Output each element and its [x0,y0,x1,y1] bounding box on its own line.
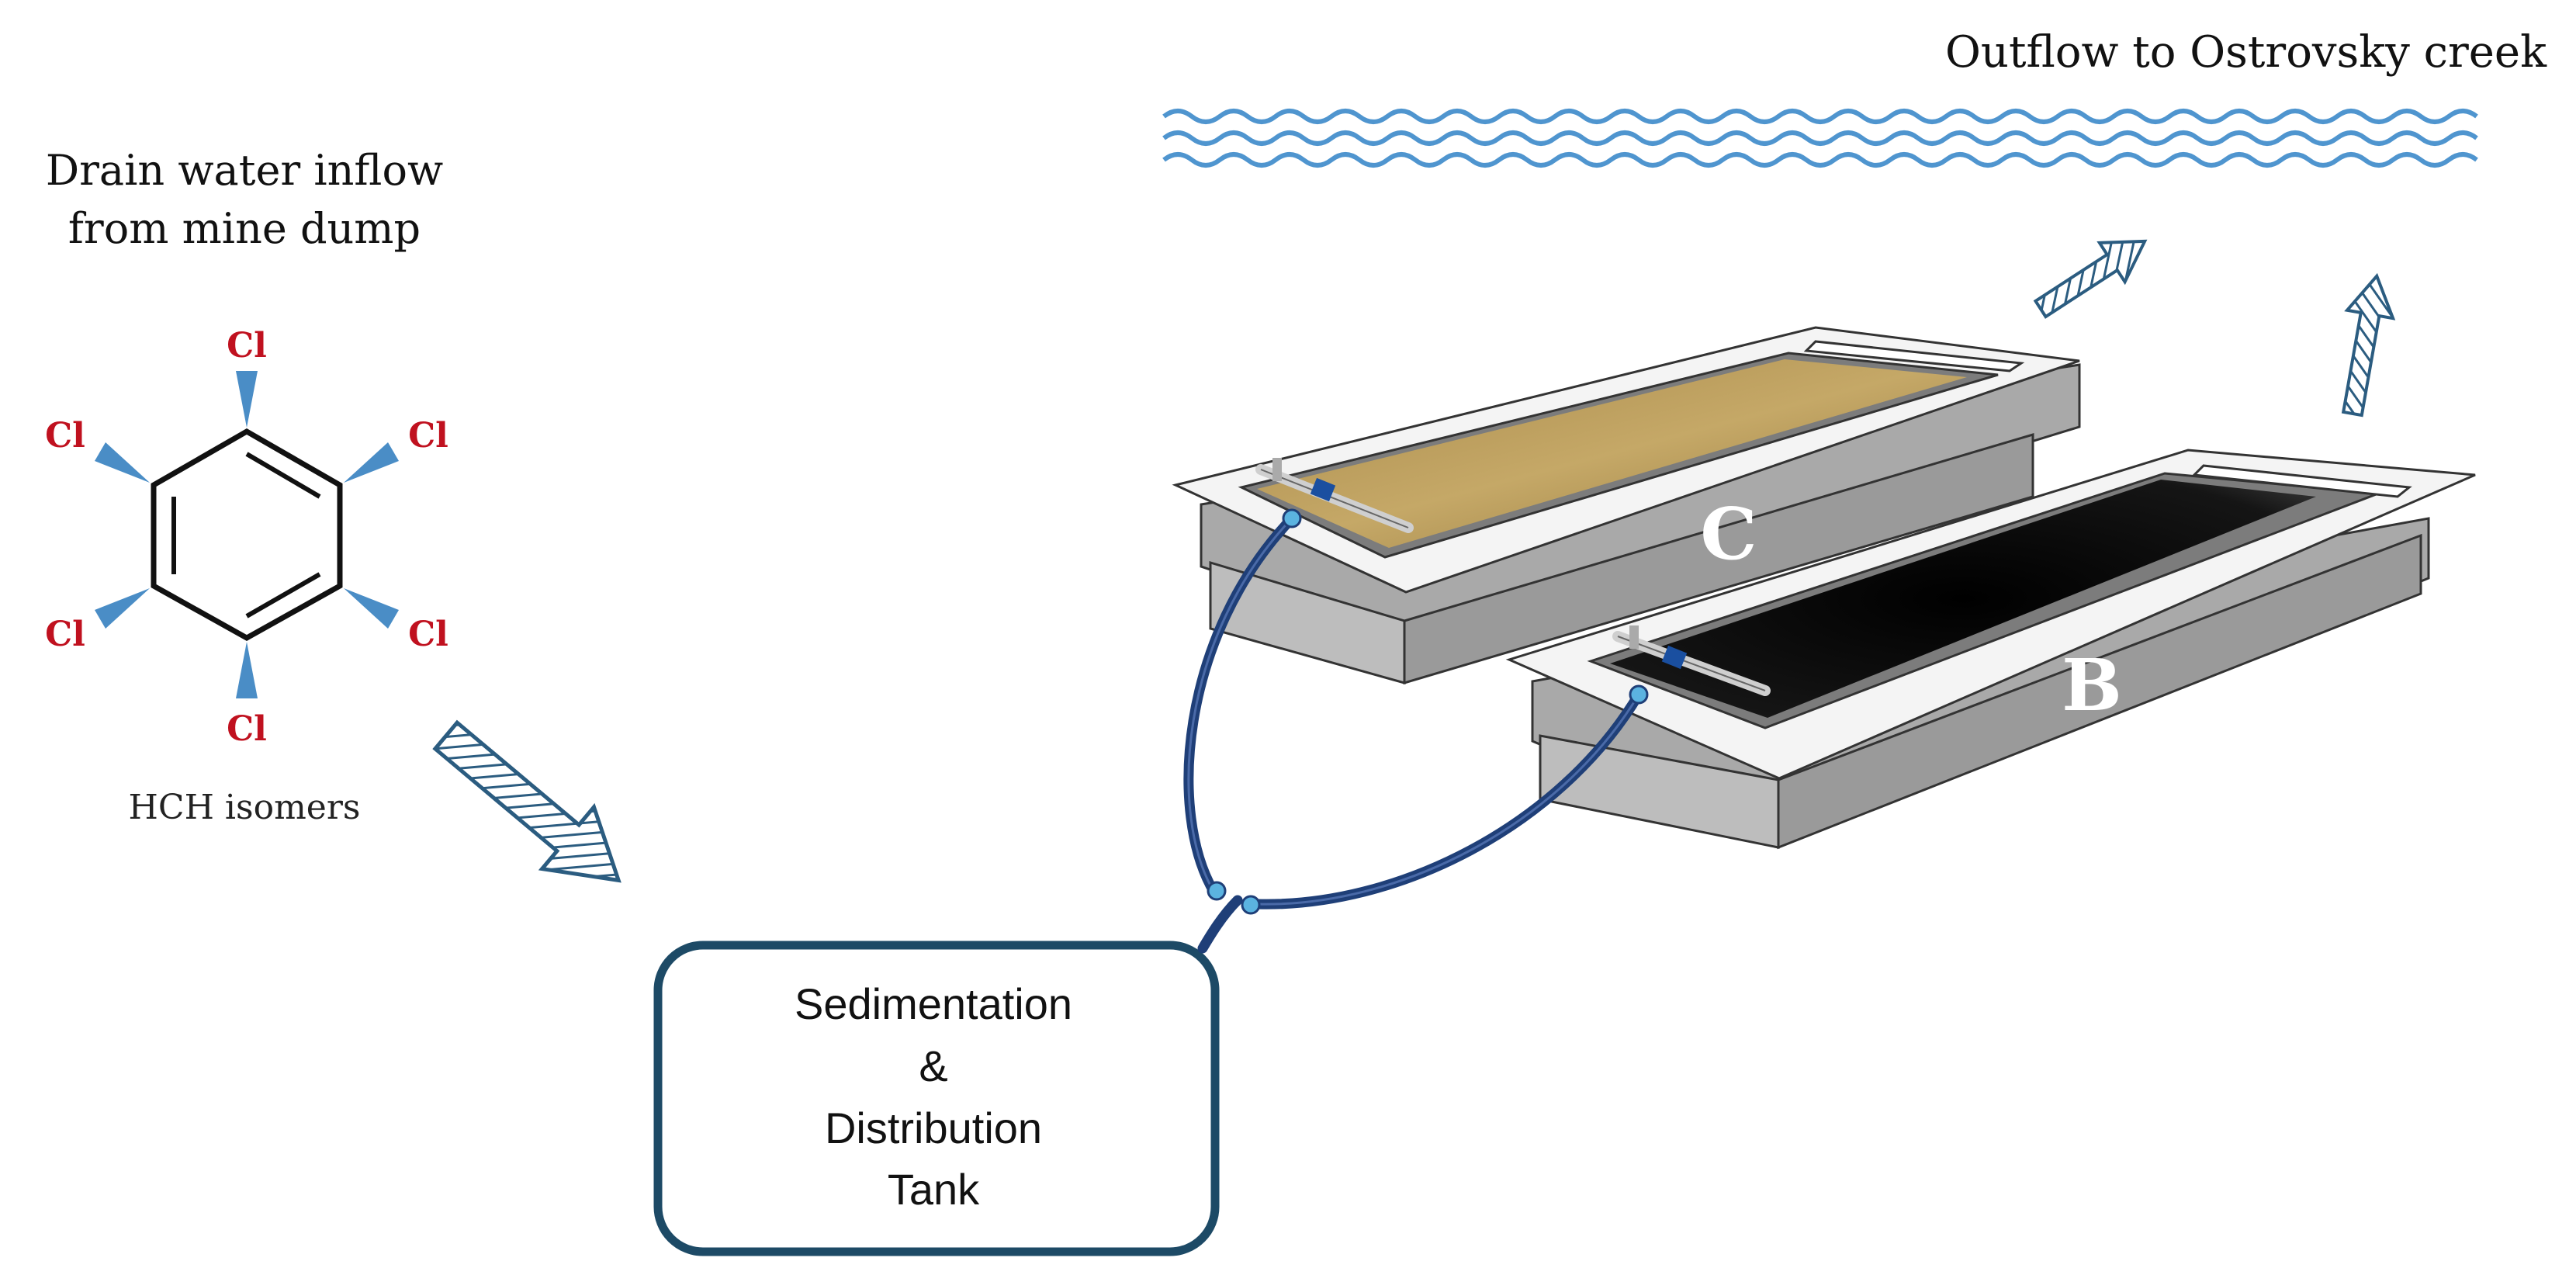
cl-label-lower-left: Cl [45,615,85,654]
wedge-bond-lower-left [95,588,150,629]
hose-tee-connector [1207,881,1227,901]
tank-label-line3: Distribution [825,1104,1042,1152]
cl-label-bottom: Cl [227,709,267,749]
wave-lines-icon [1162,109,2478,168]
wetland-box-b [1505,449,2476,850]
molecule-caption: HCH isomers [129,788,361,827]
tank-label-line1: Sedimentation [795,979,1072,1028]
cl-label-top: Cl [227,326,267,366]
hose-connector-c [1282,508,1302,528]
tank-label-line4: Tank [888,1165,980,1214]
hose-tee-connector-2 [1241,895,1261,915]
outflow-arrow-right [2341,272,2396,418]
cl-label-upper-left: Cl [45,416,85,456]
wedge-bond-upper-left [95,442,150,483]
tank-label-line2: & [919,1041,947,1090]
wedge-bond-bottom [236,642,258,698]
distribution-pipe-c [1255,458,1414,533]
wedge-bond-top [236,371,258,428]
wetland-label-c: C [1700,492,1757,576]
hch-molecule: Cl Cl Cl Cl Cl Cl [45,326,448,749]
cl-label-lower-right: Cl [408,615,448,654]
wetland-label-b: B [2062,643,2122,727]
sedimentation-tank-box [653,941,1220,1256]
outflow-arrow-left [2033,239,2148,319]
gravel-media [1257,359,1967,548]
inflow-title-line2: from mine dump [68,204,421,253]
inflow-title-line1: Drain water inflow [46,146,443,195]
hose-network [1183,508,1649,954]
charcoal-media [1610,480,2316,718]
wedge-bond-upper-right [344,442,399,483]
outflow-label: Outflow to Ostrovsky creek [1945,27,2547,78]
wedge-bond-lower-right [344,588,399,629]
hexagon-ring-icon [151,428,343,642]
wetland-box-c [1172,326,2081,685]
distribution-pipe-b [1612,625,1771,696]
cl-label-upper-right: Cl [408,416,448,456]
diagonal-hatched-arrow-icon [432,719,621,883]
hose-connector-b [1629,684,1649,705]
